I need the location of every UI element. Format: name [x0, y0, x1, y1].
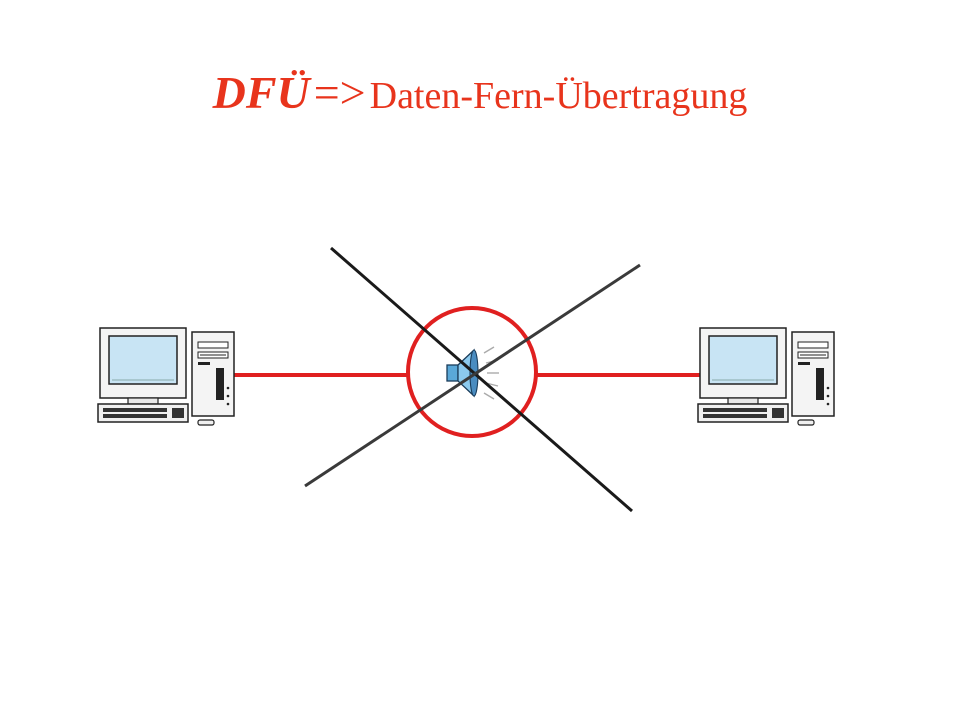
- desktop-computer-icon: [697, 327, 835, 426]
- title-expansion: Daten-Fern-Übertragung: [369, 75, 748, 117]
- title-arrow: =>: [313, 67, 366, 118]
- cross-line-descending: [330, 246, 633, 513]
- page-title: DFÜ => Daten-Fern-Übertragung: [0, 70, 960, 116]
- cross-line-ascending: [304, 263, 641, 488]
- transmission-node-circle: [406, 306, 538, 438]
- title-abbreviation: DFÜ: [212, 67, 310, 118]
- desktop-computer-icon: [97, 327, 235, 426]
